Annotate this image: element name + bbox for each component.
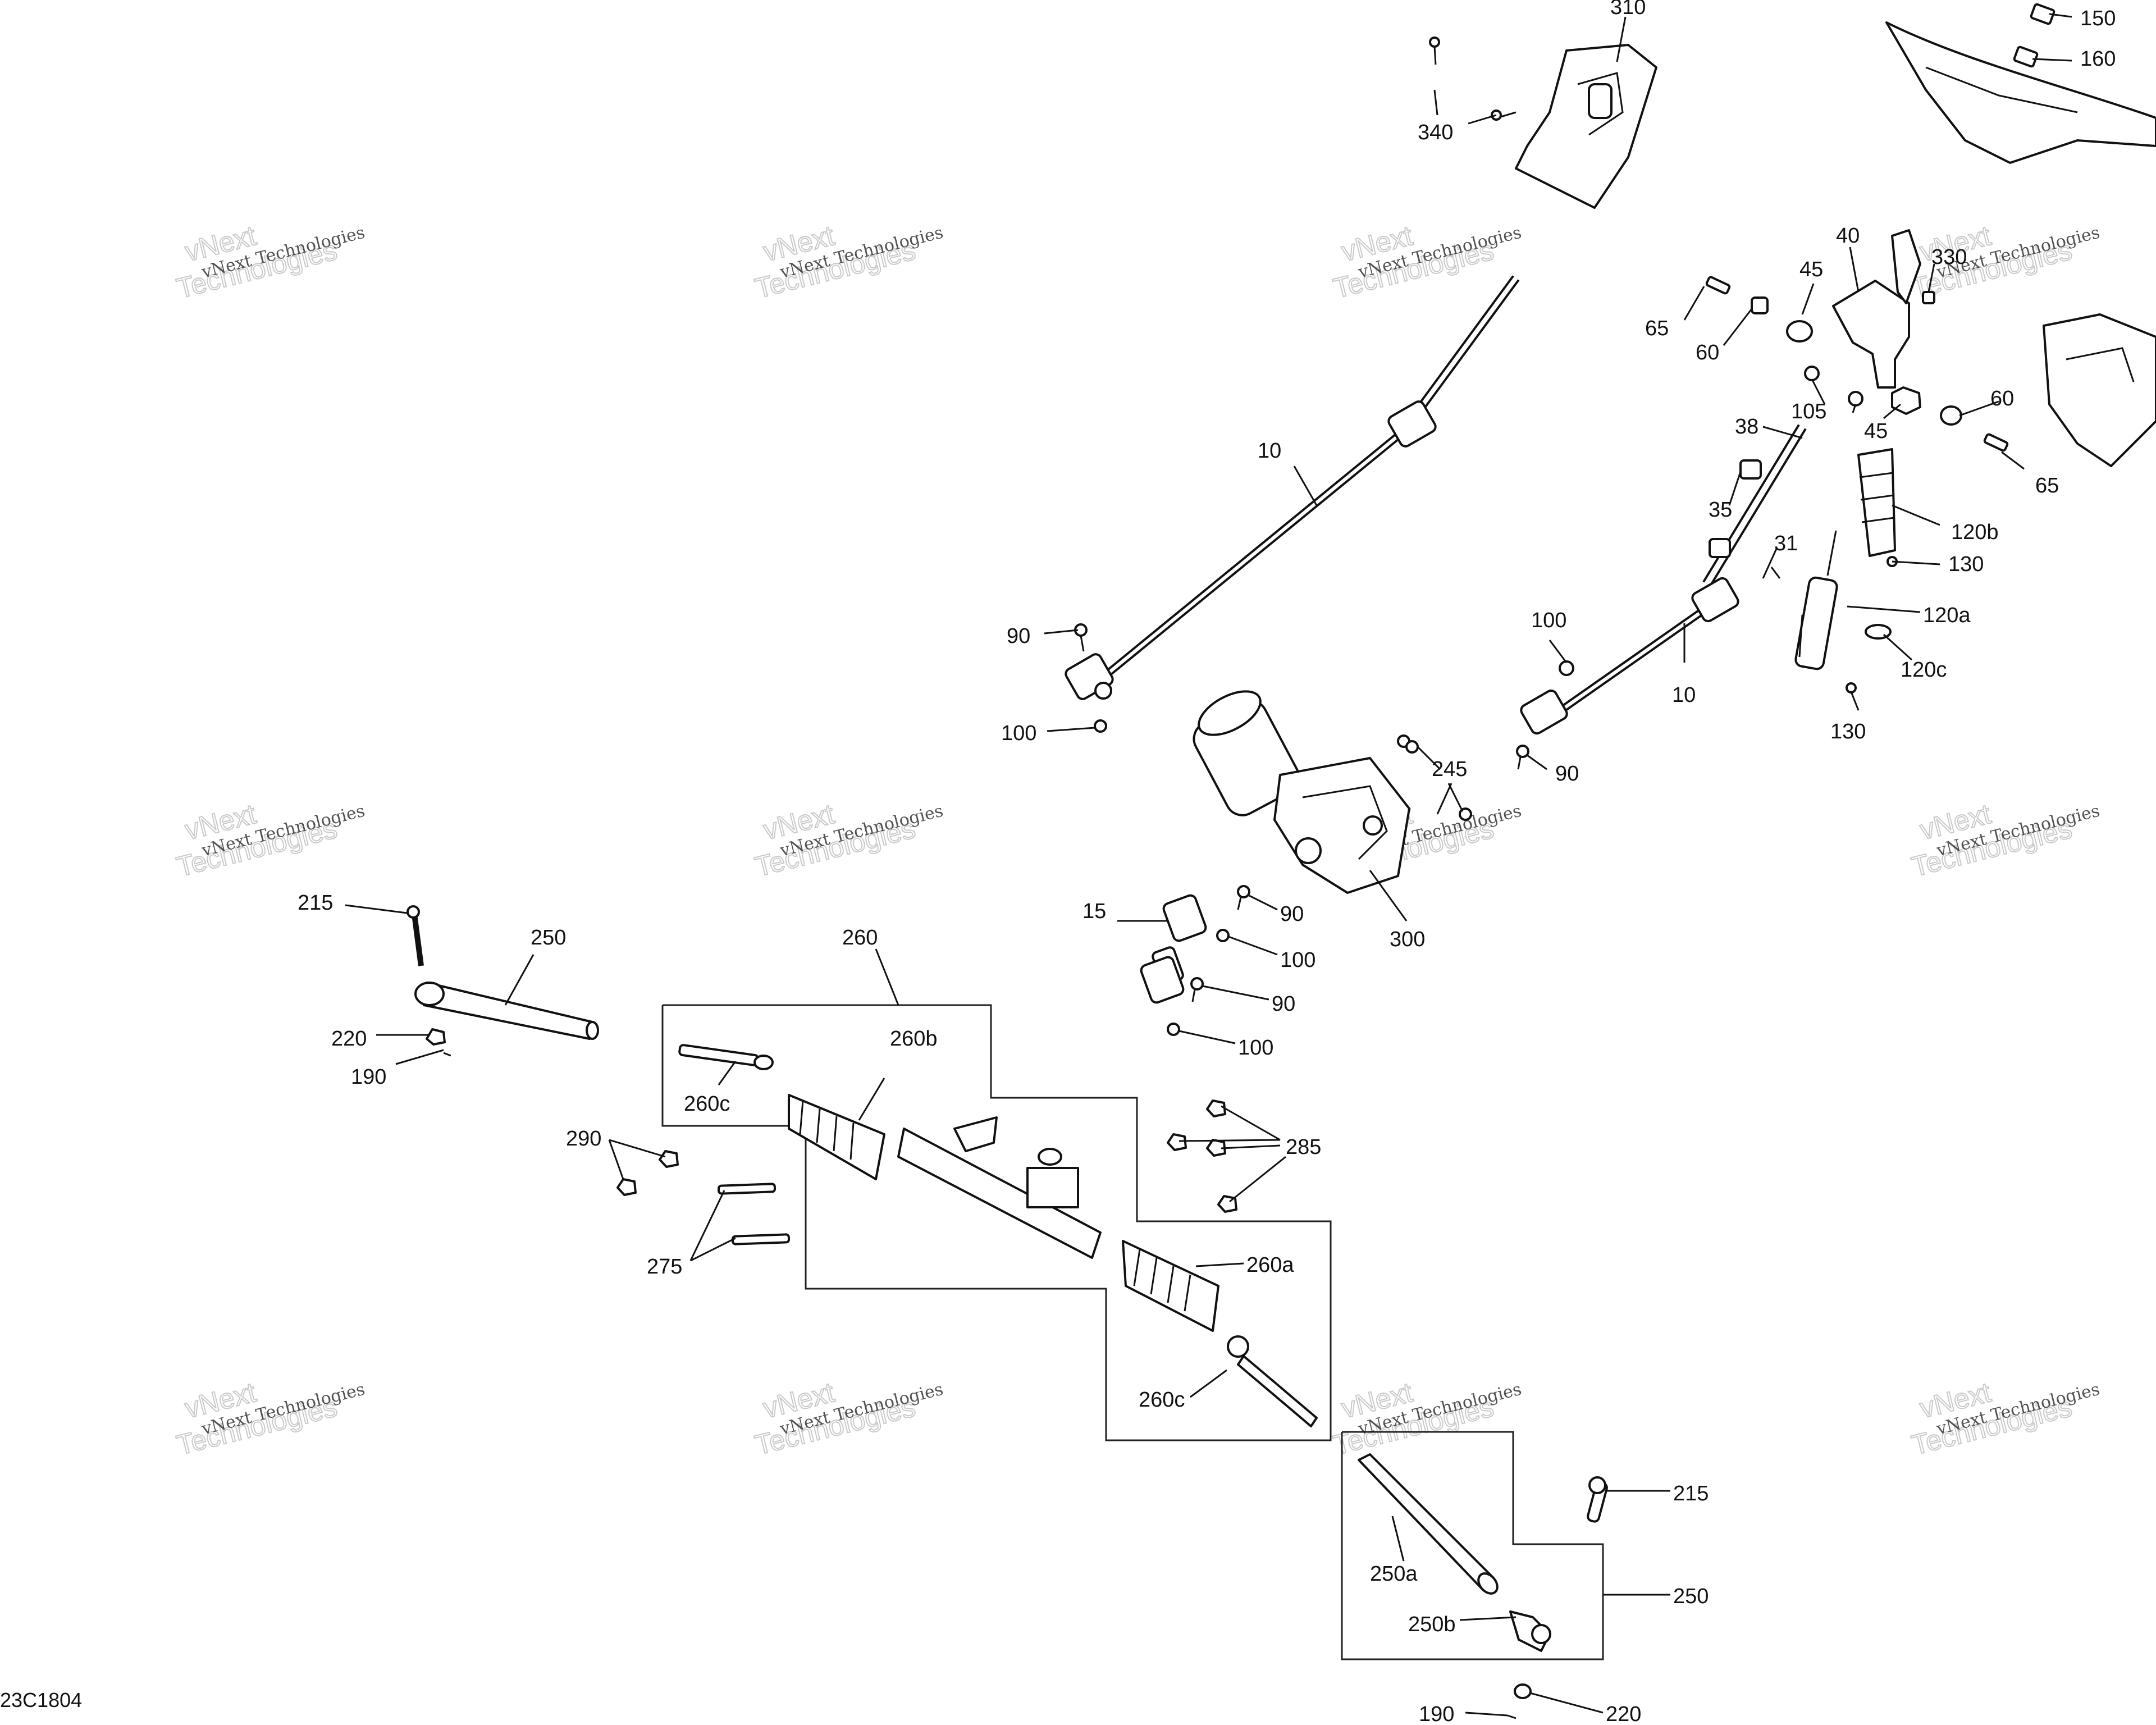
steering-shaft-10-left	[1065, 275, 1520, 700]
callout-130: 130	[1948, 553, 1984, 576]
watermark: vNext Technologies vNext Technologies	[1908, 1376, 2102, 1462]
callout-330: 330	[1931, 245, 1967, 269]
callout-120b: 120b	[1951, 521, 1999, 544]
callout-65: 65	[2035, 474, 2059, 498]
hardware-65-60-45-left	[1705, 276, 1820, 381]
tie-rod-left	[406, 905, 599, 1057]
callout-290: 290	[566, 1127, 601, 1151]
watermark: vNext Technologies vNext Technologies	[751, 219, 945, 305]
damper-120	[1794, 448, 1898, 693]
diagram-code: 23C1804	[0, 1689, 82, 1712]
callout-60: 60	[1696, 341, 1719, 364]
callout-45: 45	[1799, 258, 1823, 281]
callout-260b: 260b	[890, 1027, 938, 1051]
callout-260c: 260c	[1139, 1388, 1185, 1412]
watermark: vNext Technologies vNext Technologies	[751, 1376, 945, 1462]
callout-105: 105	[1791, 400, 1826, 423]
callout-215: 215	[1673, 1482, 1709, 1505]
callout-300: 300	[1390, 928, 1425, 951]
callout-60: 60	[1990, 387, 2014, 410]
column-bracket-40	[1832, 229, 1921, 389]
watermark: vNext Technologies vNext Technologies	[1330, 1376, 1523, 1462]
callout-45: 45	[1864, 419, 1888, 443]
steering-shaft-10-right	[1520, 577, 1739, 735]
steering-wheel-assembly	[1885, 3, 2156, 164]
callout-10: 10	[1672, 683, 1696, 707]
callout-245: 245	[1432, 757, 1467, 781]
callout-220: 220	[1606, 1703, 1641, 1725]
right-bracket	[2043, 313, 2156, 467]
callout-90: 90	[1280, 902, 1304, 926]
callout-250a: 250a	[1370, 1562, 1418, 1586]
callout-260a: 260a	[1246, 1253, 1294, 1277]
callout-10: 10	[1258, 439, 1281, 463]
shaft-15	[1140, 894, 1207, 1004]
steering-rack-260	[678, 1044, 1318, 1427]
callout-120a: 120a	[1923, 604, 1971, 627]
callout-275: 275	[647, 1255, 682, 1279]
callout-38: 38	[1735, 415, 1758, 439]
callout-90: 90	[1555, 762, 1579, 786]
callout-215: 215	[298, 891, 333, 915]
callout-90: 90	[1007, 624, 1030, 648]
tie-rod-right	[1358, 1453, 1608, 1719]
watermark: vNext Technologies vNext Technologies	[173, 1376, 367, 1462]
callout-250: 250	[1673, 1585, 1709, 1608]
watermark: vNext Technologies vNext Technologies	[1330, 219, 1523, 305]
callout-40: 40	[1836, 224, 1860, 248]
steering-column-upper	[1702, 424, 1807, 587]
callout-100: 100	[1280, 948, 1315, 972]
callout-260c: 260c	[684, 1092, 730, 1116]
callout-120c: 120c	[1901, 658, 1947, 682]
callout-15: 15	[1082, 900, 1106, 923]
watermark: vNext Technologies vNext Technologies	[173, 219, 367, 305]
bolts-90-nuts-100	[1074, 623, 1529, 1036]
callout-220: 220	[331, 1027, 367, 1051]
callout-31: 31	[1774, 532, 1798, 555]
callout-100: 100	[1531, 609, 1566, 632]
callout-90: 90	[1272, 992, 1295, 1016]
callout-250b: 250b	[1408, 1613, 1456, 1636]
callout-190: 190	[351, 1065, 386, 1089]
clip-330	[1922, 291, 1935, 304]
callout-260: 260	[842, 926, 878, 950]
watermark: vNext Technologies vNext Technologies	[1908, 797, 2102, 883]
callout-160: 160	[2080, 47, 2116, 71]
callout-340: 340	[1418, 121, 1453, 144]
callout-310: 310	[1610, 0, 1646, 19]
watermark: vNext Technologies vNext Technologies	[173, 797, 367, 883]
callout-100: 100	[1001, 722, 1036, 745]
callout-35: 35	[1709, 498, 1732, 522]
callout-100: 100	[1238, 1036, 1273, 1060]
rack-hardware	[616, 1099, 1237, 1245]
callout-190: 190	[1419, 1703, 1454, 1725]
leader-lines	[345, 13, 2072, 1717]
callout-65: 65	[1645, 317, 1669, 340]
screw-340	[1429, 36, 1516, 121]
callout-250: 250	[531, 926, 566, 950]
power-steering-unit-300	[1193, 690, 1472, 894]
watermark: vNext Technologies vNext Technologies	[751, 797, 945, 883]
rack-assembly-boundary	[661, 1004, 1332, 1441]
bracket-310	[1515, 44, 1657, 209]
callout-150: 150	[2080, 7, 2116, 30]
tie-rod-assembly-boundary	[1341, 1431, 1604, 1660]
callout-130: 130	[1830, 720, 1866, 743]
callout-285: 285	[1286, 1135, 1321, 1159]
